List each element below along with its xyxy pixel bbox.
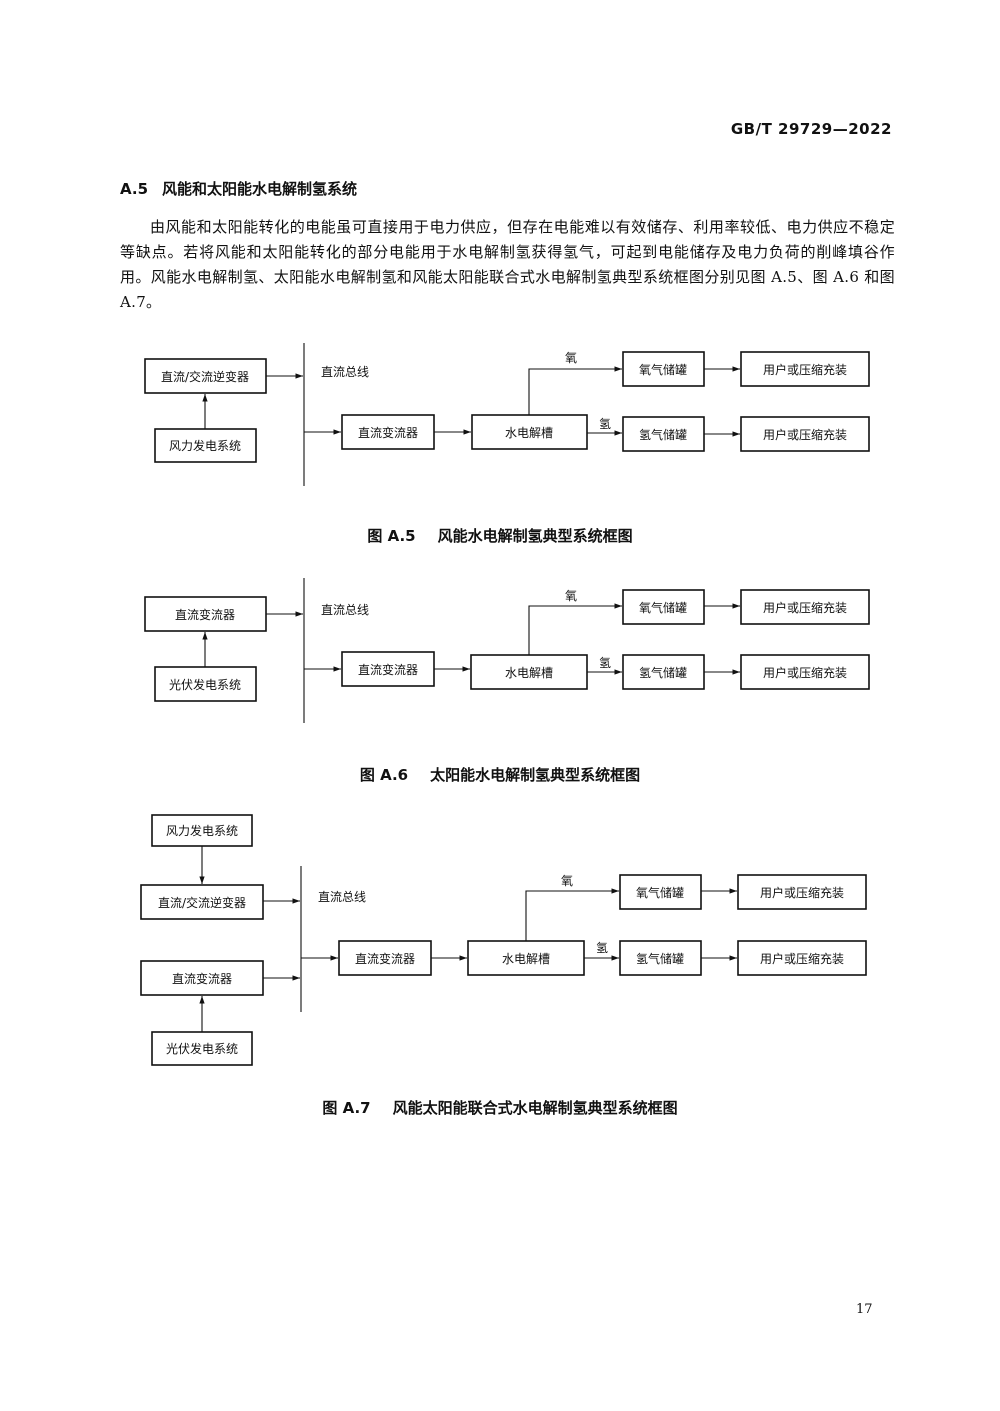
dc-ac-inverter-label: 直流/交流逆变器 (158, 895, 246, 910)
pv-system-box (154, 666, 257, 702)
hydrogen-tank-box (619, 940, 702, 976)
hydrogen-label: 氢 (599, 655, 611, 670)
dc-bus-label: 直流总线 (321, 365, 369, 379)
section-paragraph: 由风能和太阳能转化的电能虽可直接用于电力供应，但存在电能难以有效储存、利用率较低… (120, 218, 895, 311)
dc-ac-inverter-label: 直流/交流逆变器 (161, 369, 249, 384)
wind-system-box (154, 428, 257, 463)
dc-converter-box-pv (140, 960, 264, 996)
dc-bus-label: 直流总线 (318, 890, 366, 904)
dc-ac-inverter-box (144, 358, 267, 394)
user-label-hydrogen: 用户或压缩充装 (763, 427, 847, 442)
figure-title: 太阳能水电解制氢典型系统框图 (430, 766, 641, 784)
user-box-hydrogen (740, 654, 870, 690)
figure-a7-diagram: 直流总线 风力发电系统 直流/交流逆变器 直流变流器 光伏发电系统 直流变流器 … (140, 814, 867, 1066)
oxygen-label: 氧 (561, 874, 573, 888)
dc-converter-label: 直流变流器 (358, 662, 418, 677)
page-number: 17 (856, 1302, 873, 1317)
user-box-oxygen (737, 874, 867, 910)
user-box-oxygen (740, 351, 870, 387)
oxygen-line (525, 888, 619, 941)
dc-converter-box (341, 651, 435, 687)
electrolyzer-box (470, 654, 588, 690)
dc-converter-label: 直流变流器 (355, 951, 415, 966)
oxygen-tank-label: 氧气储罐 (639, 362, 687, 377)
user-box-hydrogen (740, 416, 870, 452)
figure-a7-caption: 图 A.7 风能太阳能联合式水电解制氢典型系统框图 (0, 1097, 1000, 1118)
figure-number: 图 A.6 (359, 766, 409, 784)
user-label-oxygen: 用户或压缩充装 (763, 600, 847, 615)
section-heading: A.5 风能和太阳能水电解制氢系统 (120, 178, 357, 199)
oxygen-label: 氧 (565, 351, 577, 365)
hydrogen-tank-label: 氢气储罐 (639, 665, 687, 680)
user-label-oxygen: 用户或压缩充装 (760, 885, 844, 900)
hydrogen-label: 氢 (599, 416, 611, 431)
figure-a5-diagram: 直流总线 直流/交流逆变器 风力发电系统 直流变流器 水电解槽 氧 氢 氧气储罐… (144, 343, 870, 486)
oxygen-tank-label: 氧气储罐 (636, 885, 684, 900)
oxygen-tank-box (622, 351, 705, 387)
oxygen-line (528, 603, 622, 655)
figure-title: 风能太阳能联合式水电解制氢典型系统框图 (392, 1099, 678, 1117)
figure-title: 风能水电解制氢典型系统框图 (437, 527, 633, 545)
oxygen-label: 氧 (565, 589, 577, 603)
hydrogen-tank-label: 氢气储罐 (636, 951, 684, 966)
electrolyzer-label: 水电解槽 (505, 666, 553, 680)
dc-ac-inverter-box (140, 884, 264, 920)
figure-a5-caption: 图 A.5 风能水电解制氢典型系统框图 (0, 525, 1000, 546)
dc-converter-label-pv: 直流变流器 (175, 607, 235, 622)
figure-number: 图 A.7 (322, 1099, 371, 1117)
wind-system-label: 风力发电系统 (166, 823, 238, 838)
user-label-oxygen: 用户或压缩充装 (763, 362, 847, 377)
figure-a6-diagram: 直流总线 直流变流器 光伏发电系统 直流变流器 水电解槽 氧 氢 氧气储罐 氢气… (144, 578, 870, 723)
user-box-oxygen (740, 589, 870, 625)
oxygen-tank-label: 氧气储罐 (639, 600, 687, 615)
user-label-hydrogen: 用户或压缩充装 (760, 951, 844, 966)
oxygen-tank-box (622, 589, 705, 625)
standard-number: GB/T 29729—2022 (730, 120, 892, 138)
section-number: A.5 (120, 180, 149, 198)
dc-converter-box-pv (144, 596, 267, 632)
section-title: 风能和太阳能水电解制氢系统 (162, 180, 358, 198)
hydrogen-label: 氢 (596, 940, 608, 955)
dc-converter-box (341, 414, 435, 450)
dc-bus-label: 直流总线 (321, 603, 369, 617)
hydrogen-tank-box (622, 654, 705, 690)
user-label-hydrogen: 用户或压缩充装 (763, 665, 847, 680)
user-box-hydrogen (737, 940, 867, 976)
figure-a6-caption: 图 A.6 太阳能水电解制氢典型系统框图 (0, 764, 1000, 785)
pv-system-label: 光伏发电系统 (169, 677, 241, 692)
wind-system-label: 风力发电系统 (169, 438, 241, 453)
oxygen-line (528, 366, 622, 415)
dc-converter-box (338, 940, 432, 976)
pv-system-box (151, 1031, 253, 1066)
dc-converter-label: 直流变流器 (358, 425, 418, 440)
electrolyzer-label: 水电解槽 (505, 426, 553, 440)
electrolyzer-label: 水电解槽 (502, 952, 550, 966)
dc-converter-label-pv: 直流变流器 (172, 971, 232, 986)
figure-number: 图 A.5 (367, 527, 416, 545)
oxygen-tank-box (619, 874, 702, 910)
pv-system-label: 光伏发电系统 (166, 1041, 238, 1056)
hydrogen-tank-label: 氢气储罐 (639, 427, 687, 442)
